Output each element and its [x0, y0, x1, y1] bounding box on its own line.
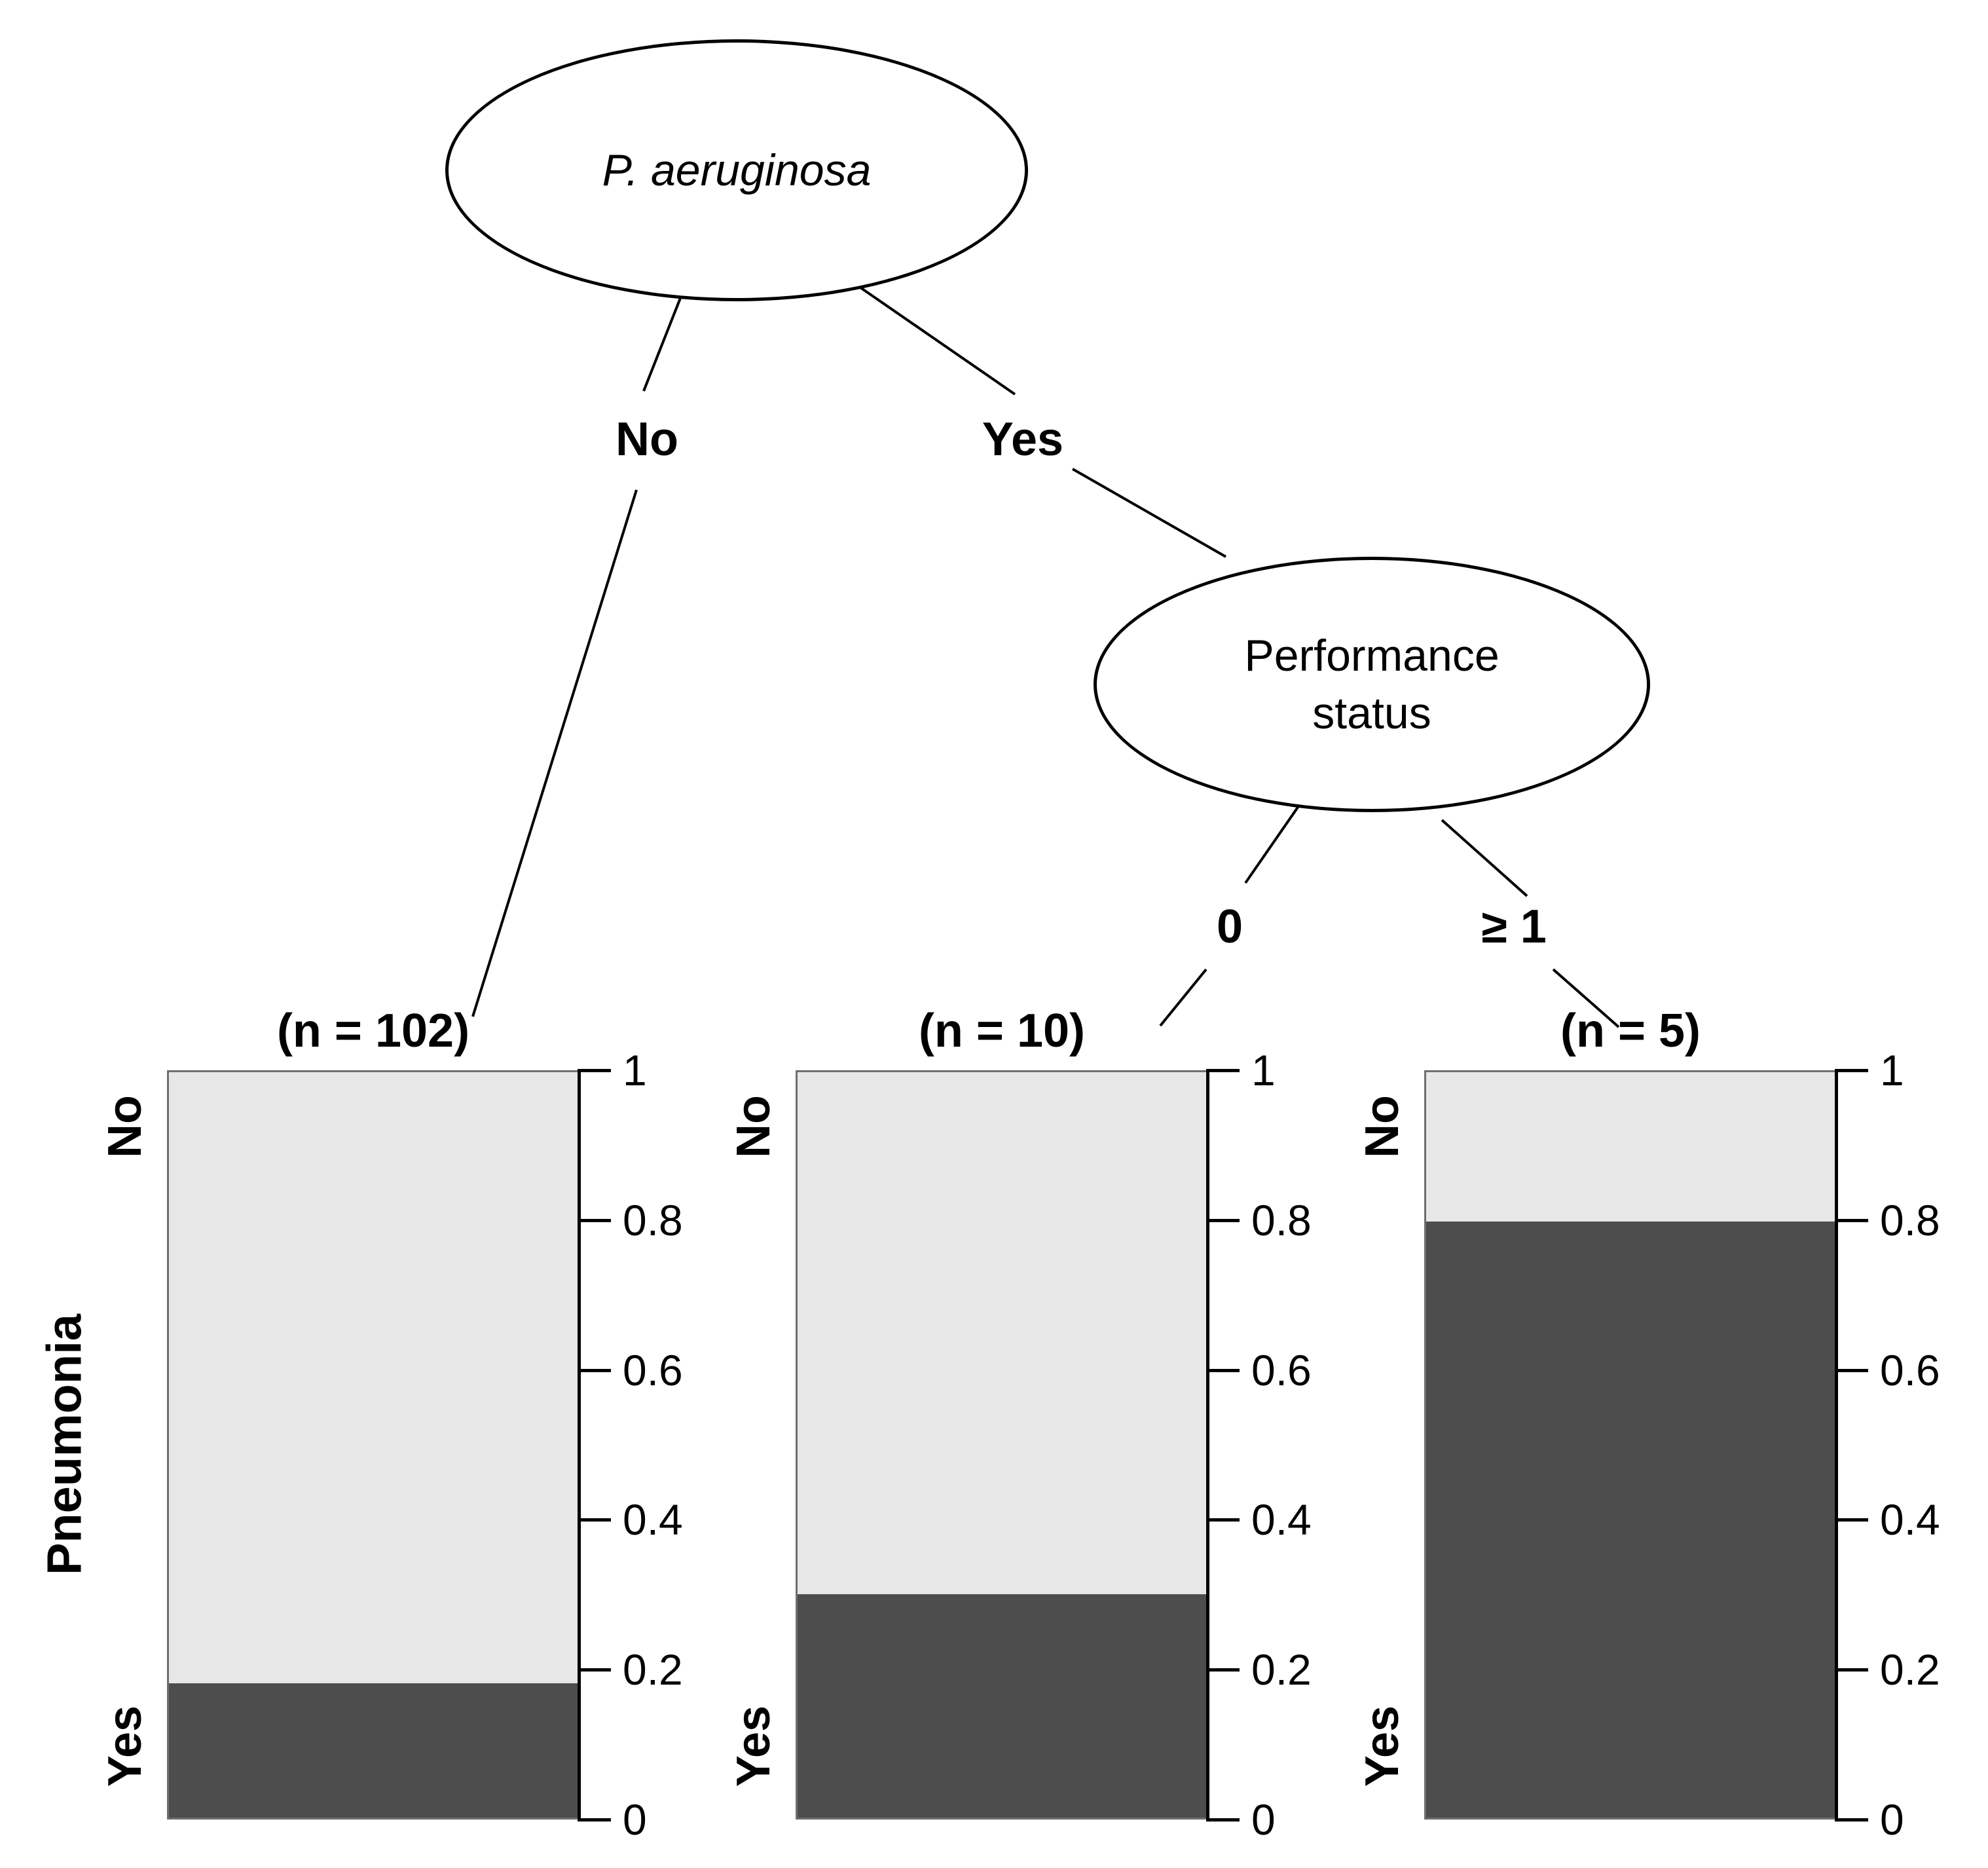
- bar-segment-no: [169, 1072, 578, 1684]
- edge-root-to-no-upper: [642, 288, 686, 392]
- axis-tick: [1209, 1368, 1240, 1372]
- axis-tick-label: 0.2: [1251, 1645, 1312, 1694]
- axis-tick: [1838, 1668, 1868, 1672]
- axis-tick-label: 0.2: [623, 1645, 683, 1694]
- category-label-no: No: [727, 1095, 780, 1158]
- axis-tick: [1838, 1518, 1868, 1522]
- branch-label-ge1: ≥ 1: [1481, 901, 1547, 953]
- y-axis-title: Pneumonia: [37, 1314, 92, 1575]
- bar-segment-no: [798, 1072, 1206, 1594]
- axis-tick: [1838, 1818, 1868, 1821]
- edge-inner-to-ge1-upper: [1441, 819, 1528, 897]
- axis-tick: [1838, 1218, 1868, 1222]
- stacked-bar: [796, 1070, 1208, 1820]
- axis-tick: [1838, 1069, 1868, 1072]
- inner-node-label: Performance status: [1244, 630, 1500, 738]
- stacked-bar: [1424, 1070, 1837, 1820]
- axis-tick: [581, 1668, 611, 1672]
- category-label-no: No: [1356, 1095, 1408, 1158]
- axis-tick: [581, 1218, 611, 1222]
- branch-label-no: No: [616, 413, 678, 466]
- axis-tick-label: 0.4: [623, 1495, 683, 1544]
- category-label-yes: Yes: [727, 1705, 780, 1787]
- axis-tick: [1209, 1818, 1240, 1821]
- branch-label-yes: Yes: [982, 413, 1064, 466]
- branch-label-0: 0: [1216, 901, 1243, 953]
- terminal-node-2: (n = 10) No Yes 1 0.8 0.6 0.4 0.2 0: [727, 1001, 1385, 1868]
- bar-segment-yes: [798, 1594, 1206, 1818]
- bar-segment-no: [1426, 1072, 1835, 1222]
- root-node-label: P. aeruginosa: [602, 145, 872, 195]
- axis-tick: [1209, 1218, 1240, 1222]
- axis-tick: [1209, 1518, 1240, 1522]
- axis-tick-label: 0.6: [623, 1345, 683, 1394]
- axis-tick-label: 1: [623, 1046, 647, 1094]
- bar-segment-yes: [1426, 1221, 1835, 1818]
- node-1-sample-size: (n = 102): [276, 1005, 470, 1057]
- y-axis-line: [578, 1069, 581, 1821]
- edge-ge1-to-node3: [1552, 968, 1620, 1028]
- axis-tick-label: 0.4: [1880, 1495, 1940, 1544]
- edge-no-to-node1: [471, 489, 638, 1017]
- y-axis-line: [1835, 1069, 1838, 1821]
- y-axis-line: [1206, 1069, 1209, 1821]
- category-label-yes: Yes: [99, 1705, 151, 1787]
- stacked-bar: [167, 1070, 580, 1820]
- edge-yes-to-inner: [1072, 468, 1226, 558]
- axis-tick-label: 0.2: [1880, 1645, 1940, 1694]
- axis-tick-label: 1: [1880, 1046, 1904, 1094]
- axis-tick: [581, 1069, 611, 1072]
- axis-tick-label: 0: [1251, 1795, 1276, 1844]
- terminal-node-1: (n = 102) No Yes 1 0.8 0.6 0.4 0.2 0: [99, 1001, 756, 1868]
- y-axis: 1 0.8 0.6 0.4 0.2 0: [1209, 1046, 1385, 1844]
- axis-tick-label: 0.8: [623, 1195, 683, 1244]
- edge-root-to-yes-upper: [849, 279, 1016, 396]
- inner-node-ellipse: Performance status: [1094, 557, 1650, 812]
- axis-tick-label: 0.4: [1251, 1495, 1312, 1544]
- root-node-ellipse: P. aeruginosa: [445, 39, 1028, 301]
- category-label-no: No: [99, 1095, 151, 1158]
- edge-0-to-node2: [1159, 968, 1207, 1027]
- node-2-sample-size: (n = 10): [918, 1005, 1086, 1057]
- axis-tick: [1209, 1069, 1240, 1072]
- axis-tick-label: 0.6: [1880, 1345, 1940, 1394]
- bar-segment-yes: [169, 1683, 578, 1818]
- axis-tick-label: 0: [1880, 1795, 1904, 1844]
- axis-tick-label: 1: [1251, 1046, 1276, 1094]
- axis-tick: [581, 1368, 611, 1372]
- edge-inner-to-0-upper: [1244, 796, 1306, 884]
- axis-tick-label: 0.8: [1880, 1195, 1940, 1244]
- axis-tick: [581, 1518, 611, 1522]
- axis-tick-label: 0.8: [1251, 1195, 1312, 1244]
- axis-tick: [1209, 1668, 1240, 1672]
- y-axis: 1 0.8 0.6 0.4 0.2 0: [581, 1046, 756, 1844]
- axis-tick-label: 0.6: [1251, 1345, 1312, 1394]
- category-label-yes: Yes: [1356, 1705, 1408, 1787]
- y-axis: 1 0.8 0.6 0.4 0.2 0: [1838, 1046, 1988, 1844]
- axis-tick: [581, 1818, 611, 1821]
- axis-tick: [1838, 1368, 1868, 1372]
- axis-tick-label: 0: [623, 1795, 647, 1844]
- terminal-node-3: (n = 5) No Yes 1 0.8 0.6 0.4 0.2 0: [1356, 1001, 1988, 1868]
- node-3-sample-size: (n = 5): [1560, 1005, 1701, 1057]
